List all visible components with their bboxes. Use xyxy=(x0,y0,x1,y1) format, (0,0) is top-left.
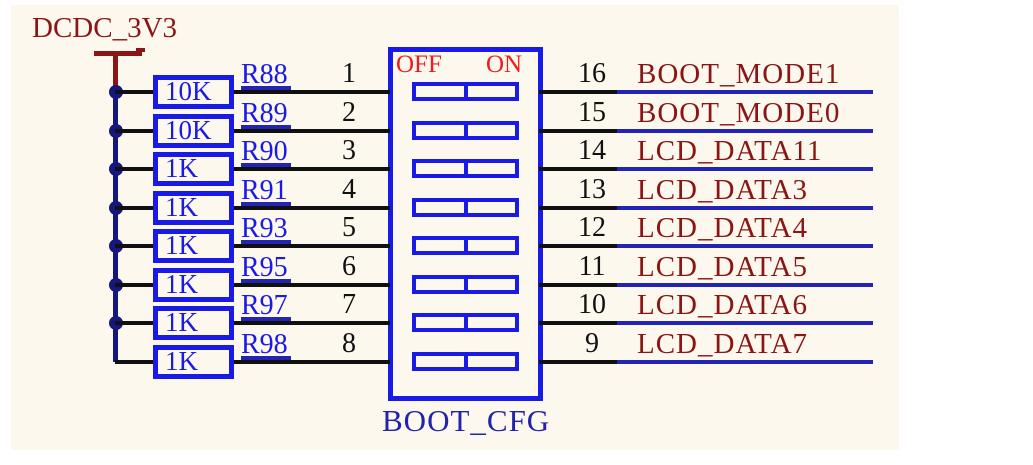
bus-to-resistor-wire xyxy=(115,167,153,171)
dip-switch-rocker-icon xyxy=(412,313,519,332)
net-wire xyxy=(617,205,873,210)
dip-switch-rocker-icon xyxy=(412,236,519,255)
resistor-designator-label: R89 xyxy=(241,99,291,129)
resistor-to-switch-wire xyxy=(234,282,390,287)
net-wire xyxy=(617,321,873,325)
resistor-body: 10K xyxy=(153,113,234,148)
resistor-to-switch-wire xyxy=(234,90,390,94)
net-name-label: LCD_DATA5 xyxy=(637,250,809,283)
bus-to-resistor-wire xyxy=(115,282,153,287)
bus-to-resistor-wire xyxy=(115,205,153,210)
switch-left-pin-number: 6 xyxy=(342,250,356,282)
bus-to-resistor-wire xyxy=(115,128,153,133)
rocker-divider-icon xyxy=(463,240,468,251)
dip-switch-rocker-icon xyxy=(412,197,519,217)
net-wire xyxy=(617,128,873,133)
dip-switch-name-label: BOOT_CFG xyxy=(382,403,551,438)
switch-right-pin-number: 16 xyxy=(578,58,606,89)
resistor-to-switch-wire xyxy=(234,321,390,325)
switch-right-pin-wire xyxy=(539,282,617,287)
resistor-to-switch-wire xyxy=(234,167,390,171)
resistor-to-switch-wire xyxy=(234,205,390,210)
dip-switch-rocker-icon xyxy=(412,351,519,371)
switch-right-pin-wire xyxy=(539,167,617,171)
net-name-label: LCD_DATA6 xyxy=(637,289,809,321)
resistor-to-switch-wire xyxy=(234,128,390,133)
switch-right-pin-wire xyxy=(539,321,617,325)
switch-right-pin-number: 15 xyxy=(578,96,606,128)
switch-left-pin-number: 3 xyxy=(342,135,356,166)
dip-switch-off-label: OFF xyxy=(396,51,442,78)
net-name-label: LCD_DATA3 xyxy=(637,173,809,206)
switch-right-pin-wire xyxy=(539,90,617,94)
resistor-body: 1K xyxy=(153,344,234,379)
dip-switch-rocker-icon xyxy=(412,82,519,101)
switch-left-pin-number: 8 xyxy=(342,327,356,359)
switch-right-pin-wire xyxy=(539,128,617,133)
rocker-divider-icon xyxy=(463,163,468,174)
resistor-body: 1K xyxy=(153,306,234,340)
resistor-designator-label: R98 xyxy=(241,330,291,360)
switch-right-pin-number: 13 xyxy=(578,173,606,205)
switch-right-pin-number: 12 xyxy=(578,212,606,243)
net-name-label: LCD_DATA11 xyxy=(637,135,823,167)
switch-left-pin-number: 1 xyxy=(342,58,356,89)
dip-switch-body xyxy=(388,47,543,401)
rocker-divider-icon xyxy=(463,124,468,136)
rocker-divider-icon xyxy=(463,317,468,328)
switch-right-pin-number: 11 xyxy=(578,250,606,282)
dip-switch-rocker-icon xyxy=(412,159,519,178)
net-name-label: BOOT_MODE0 xyxy=(637,96,841,129)
switch-left-pin-number: 7 xyxy=(342,289,356,320)
switch-right-pin-number: 9 xyxy=(585,327,599,359)
resistor-designator-label: R91 xyxy=(241,176,291,206)
supply-bus-wire xyxy=(113,92,118,362)
bus-to-resistor-wire xyxy=(115,90,153,94)
resistor-body: 1K xyxy=(153,190,234,225)
resistor-body: 1K xyxy=(153,152,234,186)
switch-right-pin-wire xyxy=(539,244,617,248)
switch-right-pin-number: 10 xyxy=(578,289,606,320)
bus-to-resistor-wire xyxy=(115,321,153,325)
resistor-body: 1K xyxy=(153,267,234,302)
power-rail-stem-wire xyxy=(113,54,118,93)
power-rail-bar-icon xyxy=(94,51,142,56)
dip-switch-on-label: ON xyxy=(486,51,523,78)
resistor-to-switch-wire xyxy=(234,244,390,248)
net-wire xyxy=(617,90,873,94)
switch-left-pin-number: 2 xyxy=(342,96,356,128)
net-name-label: BOOT_MODE1 xyxy=(637,58,841,90)
switch-right-pin-wire xyxy=(539,359,617,364)
net-name-label: LCD_DATA7 xyxy=(637,327,809,360)
switch-left-pin-number: 4 xyxy=(342,173,356,205)
bus-to-resistor-wire xyxy=(115,244,153,248)
rocker-divider-icon xyxy=(463,278,468,290)
resistor-designator-label: R95 xyxy=(241,253,291,283)
resistor-designator-label: R97 xyxy=(241,292,291,321)
dip-switch-rocker-icon xyxy=(412,274,519,294)
power-rail-bar-step-icon xyxy=(136,48,145,52)
switch-right-pin-number: 14 xyxy=(578,135,606,166)
net-wire xyxy=(617,359,873,364)
switch-right-pin-wire xyxy=(539,205,617,210)
rocker-divider-icon xyxy=(463,355,468,367)
rocker-divider-icon xyxy=(463,86,468,97)
power-net-label: DCDC_3V3 xyxy=(32,12,178,44)
rocker-divider-icon xyxy=(463,201,468,213)
resistor-to-switch-wire xyxy=(234,359,390,364)
resistor-designator-label: R88 xyxy=(241,61,291,90)
net-wire xyxy=(617,244,873,248)
resistor-body: 1K xyxy=(153,229,234,263)
resistor-designator-label: R90 xyxy=(241,138,291,167)
net-wire xyxy=(617,167,873,171)
resistor-designator-label: R93 xyxy=(241,215,291,244)
dip-switch-rocker-icon xyxy=(412,120,519,140)
resistor-body: 10K xyxy=(153,75,234,109)
bus-to-resistor-wire xyxy=(115,359,153,364)
net-wire xyxy=(617,282,873,287)
net-name-label: LCD_DATA4 xyxy=(637,212,809,244)
switch-left-pin-number: 5 xyxy=(342,212,356,243)
